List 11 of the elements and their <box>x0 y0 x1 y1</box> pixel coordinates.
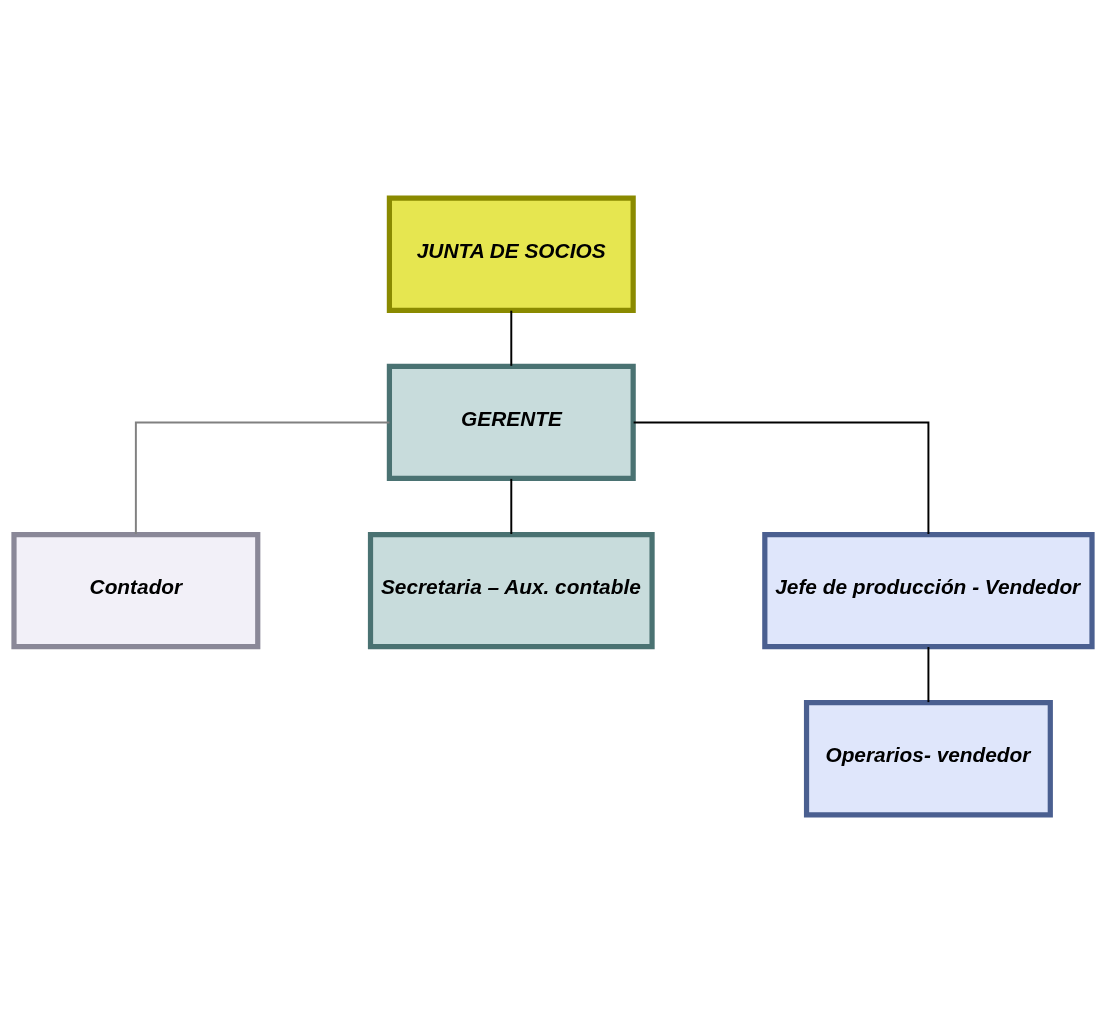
connector <box>510 309 513 367</box>
node-box: Contador <box>11 531 261 650</box>
connector <box>134 421 391 536</box>
connector <box>927 646 930 704</box>
connector <box>510 477 513 535</box>
connector <box>632 421 930 536</box>
node-box: GERENTE <box>386 363 636 482</box>
node-box: Secretaria – Aux. contable <box>367 531 655 650</box>
node-box: Operarios- vendedor <box>803 700 1053 818</box>
node-box: Jefe de producción - Vendedor <box>762 531 1095 650</box>
node-box: JUNTA DE SOCIOS <box>386 195 636 313</box>
